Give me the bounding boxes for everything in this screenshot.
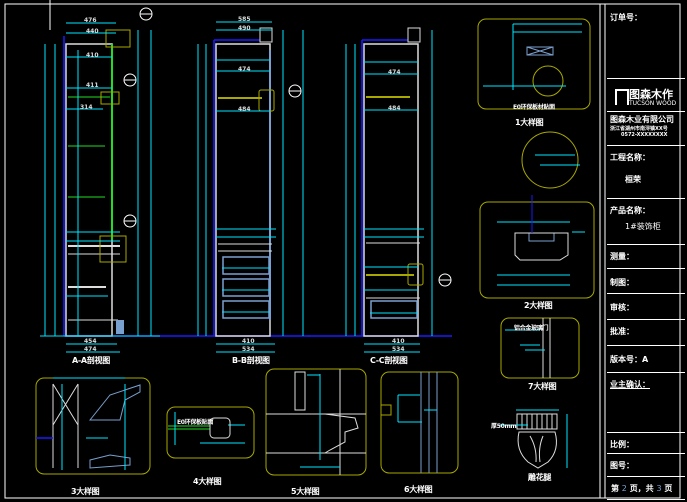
page-prefix: 第 — [611, 484, 619, 493]
company-logo-cn: 图森木作 — [629, 88, 673, 101]
dim-c-c-484: 484 — [388, 105, 401, 112]
drawing-no-cell: 图号： — [607, 453, 685, 476]
company-cell: 图森木业有限公司 浙江省湖州市南浔镇XX号 0572-XXXXXXXX — [607, 111, 685, 145]
detail-4-frame — [166, 406, 255, 459]
review-label: 审核： — [610, 303, 634, 312]
drawing-cell: 制图： — [607, 268, 685, 294]
company-logo-icon — [615, 89, 629, 105]
detail-3-label: 3大样图 — [71, 487, 100, 496]
project-name-value: 桓荣 — [625, 175, 641, 184]
detail-7-label: 7大样图 — [528, 382, 557, 391]
dim-b-b-484: 484 — [238, 106, 251, 113]
owner-confirm-label: 业主确认： — [610, 380, 650, 389]
dim-c-c-534: 534 — [392, 346, 405, 353]
page-info-cell: 第 2 页，共 3 页 — [607, 476, 685, 500]
detail-4-note: E0环保板贴面 — [177, 419, 214, 426]
drawing-label: 制图： — [610, 278, 634, 287]
detail-5-label: 5大样图 — [291, 487, 320, 496]
detail-1-label: 1大样图 — [515, 118, 544, 127]
view-b-b — [160, 21, 310, 353]
page-mid: 页，共 — [629, 484, 654, 493]
dim-a-a-shelf: 410 — [86, 52, 99, 59]
measure-label: 测量： — [610, 252, 634, 261]
page-suffix: 页 — [664, 484, 673, 493]
dim-a-a-inner: 440 — [86, 28, 99, 35]
dim-c-c-474: 474 — [388, 69, 401, 76]
dim-a-a-474: 474 — [84, 346, 97, 353]
approve-label: 批准： — [610, 327, 634, 336]
page-total: 3 — [656, 484, 662, 493]
approve-cell: 批准： — [607, 319, 685, 346]
measure-cell: 测量： — [607, 244, 685, 269]
order-no-label: 订单号： — [610, 13, 642, 22]
dim-b-b-410: 410 — [242, 338, 255, 345]
detail-6-label: 6大样图 — [404, 485, 433, 494]
carving-leg — [500, 409, 568, 469]
detail-2-label: 2大样图 — [524, 301, 553, 310]
detail-4-label: 4大样图 — [193, 477, 222, 486]
view-a-a — [40, 7, 160, 353]
page-current: 2 — [621, 484, 627, 493]
dim-c-c-410: 410 — [392, 338, 405, 345]
drawing-border — [4, 3, 681, 499]
dim-b-b-474: 474 — [238, 66, 251, 73]
project-name-cell: 工程名称： 桓荣 — [607, 145, 685, 198]
product-name-value: 1#装饰柜 — [625, 222, 661, 231]
detail-1-frame — [477, 18, 591, 189]
view-label-c-c: C-C剖视图 — [370, 356, 408, 365]
company-logo-en: TUCSON WOOD — [629, 100, 677, 107]
dim-b-b-585: 585 — [238, 16, 251, 23]
page-info: 第 2 页，共 3 页 — [611, 483, 672, 494]
product-name-label: 产品名称： — [610, 206, 650, 215]
logo-cell: 图森木作 TUCSON WOOD — [607, 78, 685, 109]
order-no-cell: 订单号： — [607, 4, 685, 78]
dim-a-a-411: 411 — [86, 82, 99, 89]
company-address: 浙江省湖州市南浔镇XX号 — [610, 126, 668, 132]
dim-b-b-490: 490 — [238, 25, 251, 32]
scale-cell: 比例： — [607, 432, 685, 454]
version-cell: 版本号：A — [607, 345, 685, 373]
detail-6-frame — [380, 371, 459, 474]
company-name: 图森木业有限公司 — [610, 115, 674, 124]
carving-leg-note: 厚50mm — [491, 423, 517, 430]
dim-b-b-534: 534 — [242, 346, 255, 353]
project-name-label: 工程名称： — [610, 153, 650, 162]
detail-7-note: 铝合金玻璃门 — [514, 325, 549, 332]
scale-label: 比例： — [610, 440, 634, 449]
company-phone: 0572-XXXXXXXX — [621, 132, 668, 138]
drawing-no-label: 图号： — [610, 461, 634, 470]
product-name-cell: 产品名称： 1#装饰柜 — [607, 198, 685, 245]
detail-2-frame — [479, 195, 595, 299]
carving-leg-label: 雕花腿 — [528, 473, 552, 482]
detail-5-frame — [265, 368, 367, 476]
view-label-a-a: A-A剖视图 — [72, 356, 110, 365]
detail-3-frame — [35, 377, 151, 475]
owner-confirm-cell: 业主确认： — [607, 372, 685, 433]
dim-a-a-314: 314 — [80, 104, 93, 111]
review-cell: 审核： — [607, 293, 685, 320]
detail-1-note: E0环保板材贴面 — [513, 104, 555, 111]
view-c-c — [308, 27, 452, 353]
dim-a-a-width: 476 — [84, 17, 97, 24]
detail-7-frame — [500, 317, 580, 379]
dim-a-a-454: 454 — [84, 338, 97, 345]
view-label-b-b: B-B剖视图 — [232, 356, 270, 365]
version-label: 版本号：A — [610, 355, 649, 364]
